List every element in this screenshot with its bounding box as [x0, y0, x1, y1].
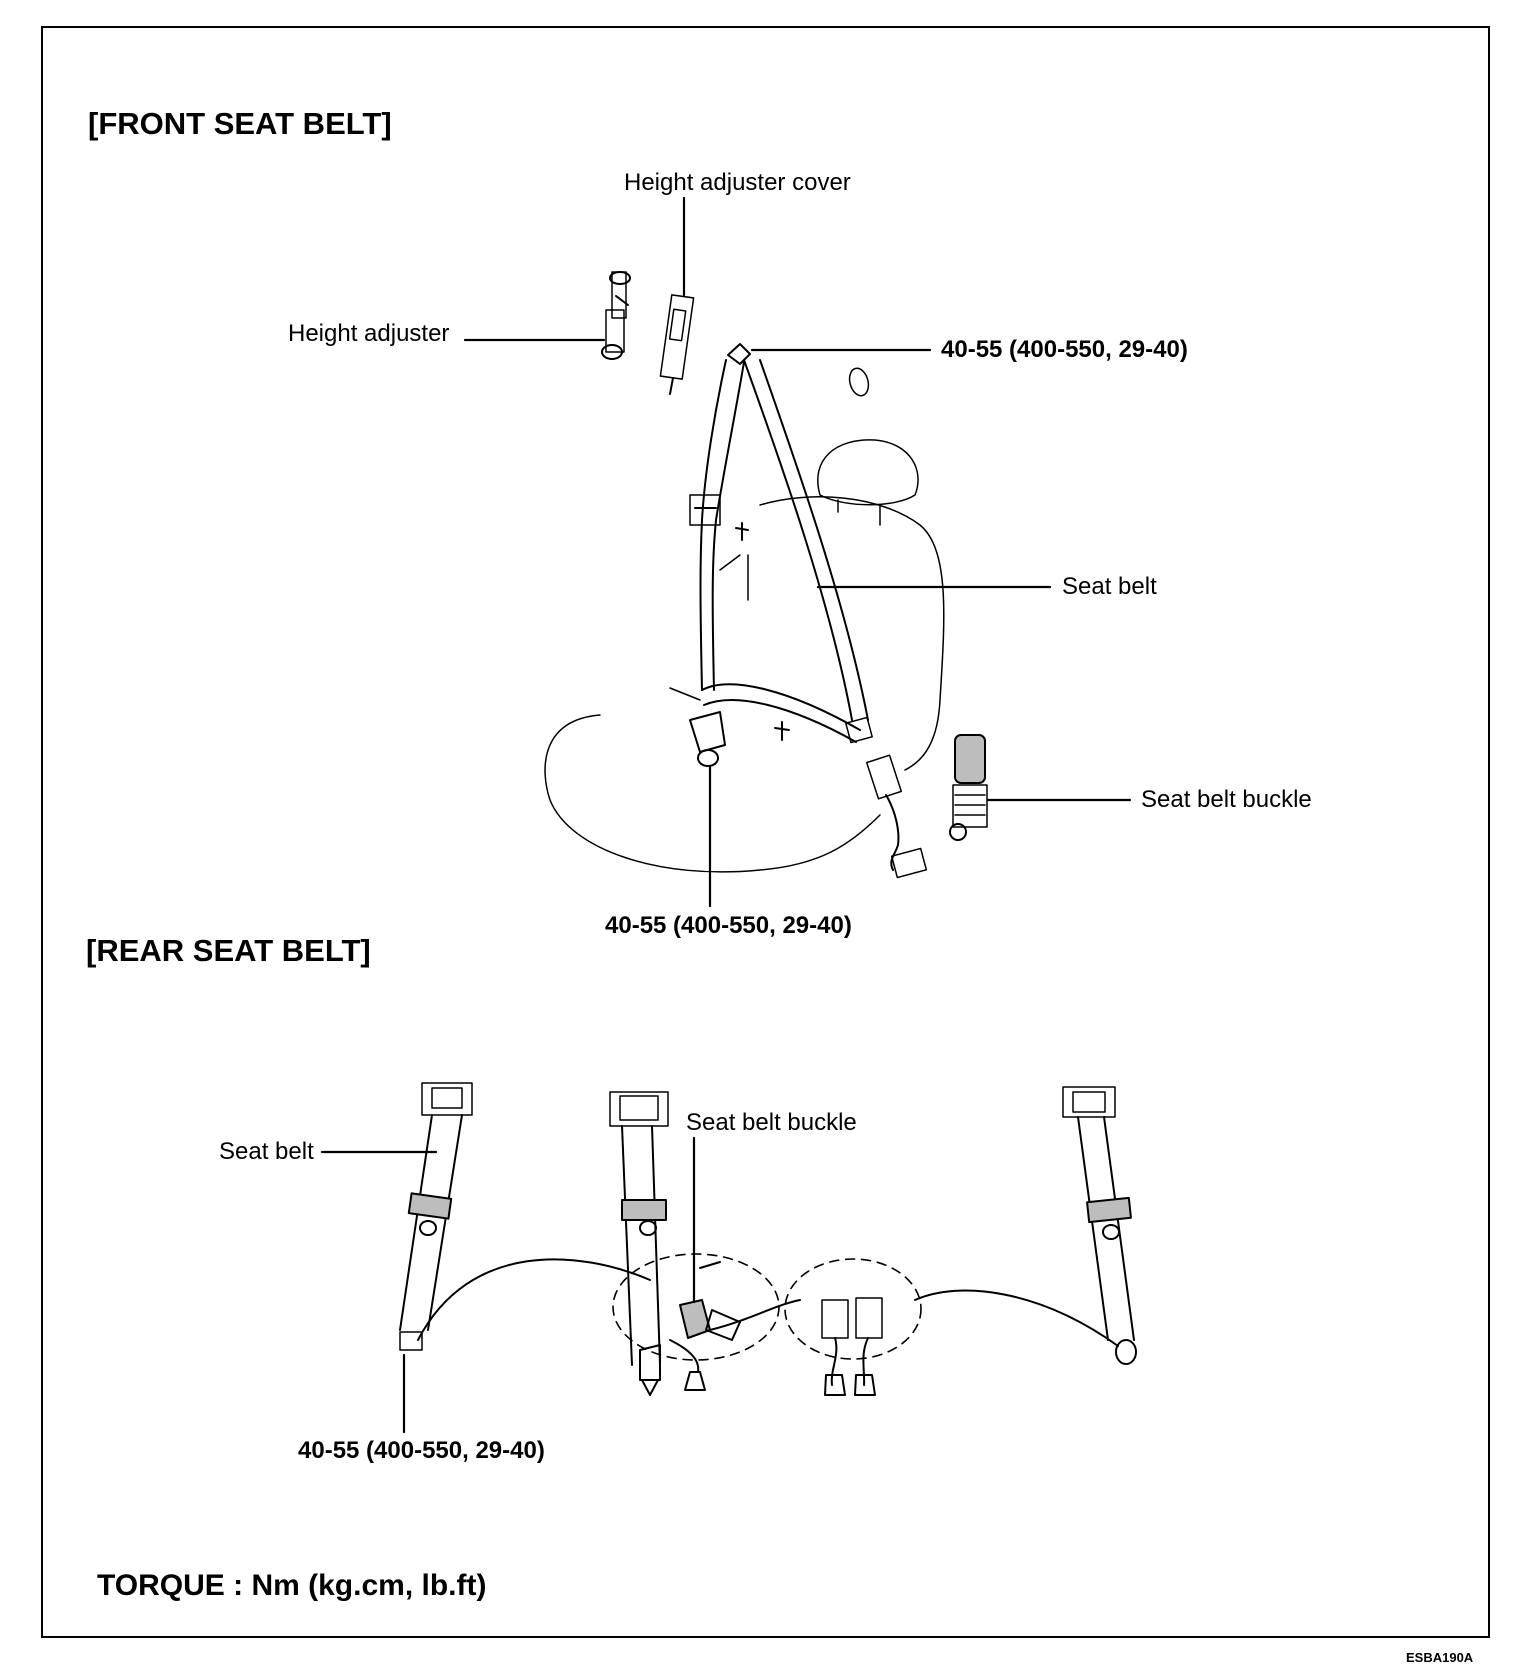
rear-seat-belt-title: [REAR SEAT BELT]: [86, 933, 371, 968]
front-lower-torque-label: 40-55 (400-550, 29-40): [605, 912, 852, 939]
front-upper-torque-label: 40-55 (400-550, 29-40): [941, 336, 1188, 363]
rear-center-right-buckles: [821, 1297, 883, 1396]
front-seat-belt-assembly: [463, 196, 1132, 908]
rear-torque-label: 40-55 (400-550, 29-40): [298, 1437, 545, 1464]
small-bolt-1: [735, 522, 749, 541]
seat-belt-buckle-part: [949, 734, 988, 841]
upper-anchor: [727, 343, 751, 365]
shoulder-belt-left-strap: [699, 359, 727, 691]
torque-units-legend: TORQUE : Nm (kg.cm, lb.ft): [97, 1569, 487, 1602]
front-seat-belt-title: [FRONT SEAT BELT]: [88, 106, 392, 141]
buckle-with-cable: [865, 754, 928, 879]
rear-buckle-cluster: [669, 1261, 801, 1391]
rear-buckle-dashed-circle-left: [612, 1253, 780, 1361]
rear-buckle-dashed-circle-right: [784, 1258, 922, 1360]
front-seat-cushion: [544, 714, 881, 873]
height-adjuster-cover-part: [659, 294, 695, 395]
lap-belt: [701, 683, 861, 731]
rear-left-seat-belt: [399, 1082, 651, 1351]
rear-center-left-seat-belt: [609, 1091, 669, 1396]
lower-anchor-retractor: [669, 554, 749, 767]
height-adjuster-cover-label: Height adjuster cover: [624, 169, 851, 196]
belt-guide: [689, 494, 721, 526]
figure-frame: [41, 26, 1490, 1638]
front-seat-back: [759, 496, 945, 771]
shoulder-belt-diagonal: [743, 359, 853, 721]
height-adjuster-part: [601, 271, 631, 360]
rear-seat-belt-label: Seat belt: [219, 1138, 314, 1165]
bolt-cap-part: [848, 367, 870, 397]
front-headrest: [817, 439, 919, 506]
front-seat-belt-buckle-label: Seat belt buckle: [1141, 786, 1312, 813]
front-seat-belt-label: Seat belt: [1062, 573, 1157, 600]
height-adjuster-label: Height adjuster: [288, 320, 450, 347]
rear-seat-belt-buckle-label: Seat belt buckle: [686, 1109, 857, 1136]
small-bolt-2: [774, 721, 790, 741]
figure-code: ESBA190A: [1406, 1650, 1474, 1665]
rear-right-seat-belt: [914, 1086, 1137, 1365]
rear-seat-belt-assembly: [320, 1082, 1137, 1434]
